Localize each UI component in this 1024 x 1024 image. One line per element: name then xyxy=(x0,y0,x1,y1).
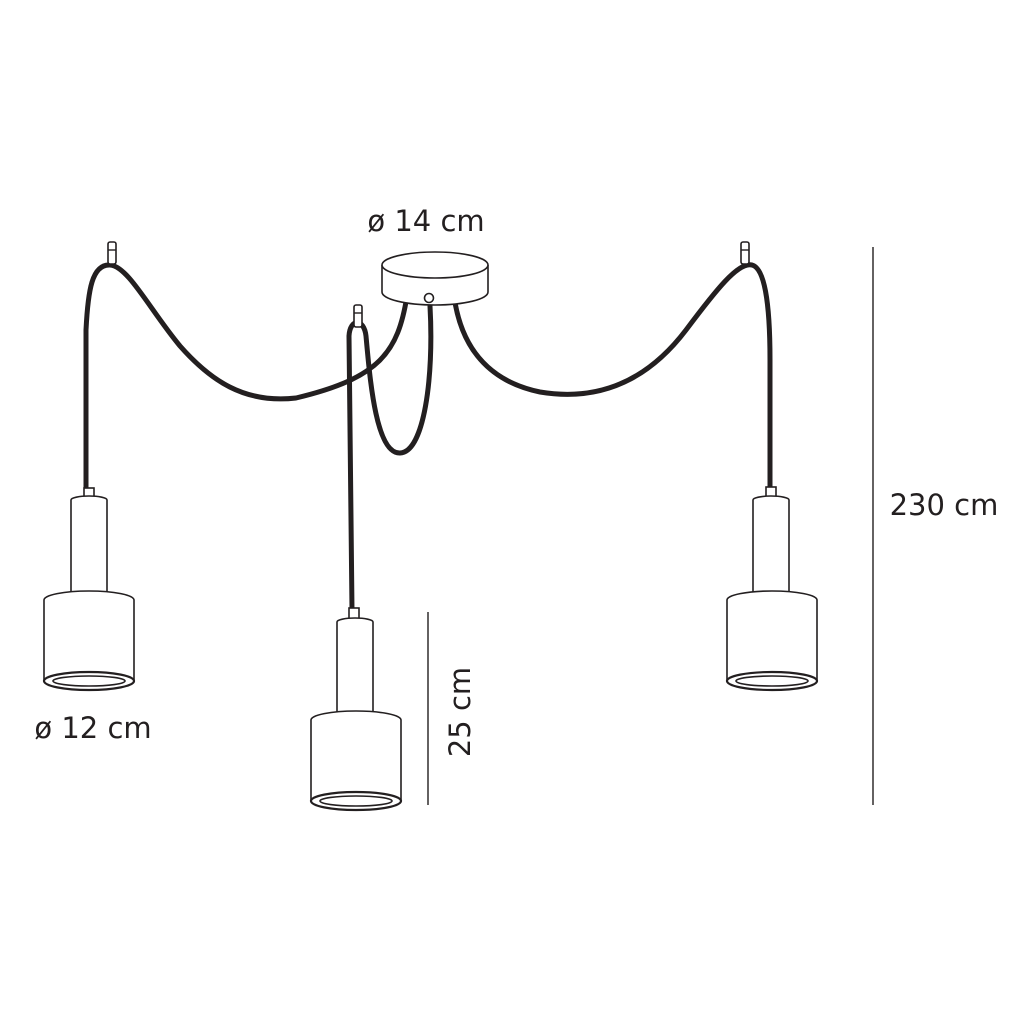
pendant-lamp-left xyxy=(42,487,136,692)
canopy-diameter-label: ø 14 cm xyxy=(367,204,484,238)
lamp-socket xyxy=(752,495,790,595)
cable-left xyxy=(83,262,410,495)
cable-right xyxy=(451,262,773,493)
total-height-label: 230 cm xyxy=(890,488,999,522)
hook-right xyxy=(740,241,750,265)
lamp-socket xyxy=(336,617,374,717)
canopy-screw xyxy=(423,292,435,304)
lamp-shade xyxy=(43,590,135,682)
ceiling-hooks xyxy=(107,241,750,328)
hook-middle xyxy=(353,304,363,328)
pendant-lamp-right xyxy=(725,486,819,692)
pendant-lamp-middle xyxy=(309,607,403,812)
lamp-shade xyxy=(310,710,402,802)
cables xyxy=(83,262,773,613)
shade-diameter-label: ø 12 cm xyxy=(34,711,151,745)
lamp-socket xyxy=(70,495,108,595)
lamp-shade xyxy=(726,590,818,682)
ceiling-canopy xyxy=(381,251,489,306)
hook-left xyxy=(107,241,117,265)
shade-height-label: 25 cm xyxy=(443,667,477,757)
